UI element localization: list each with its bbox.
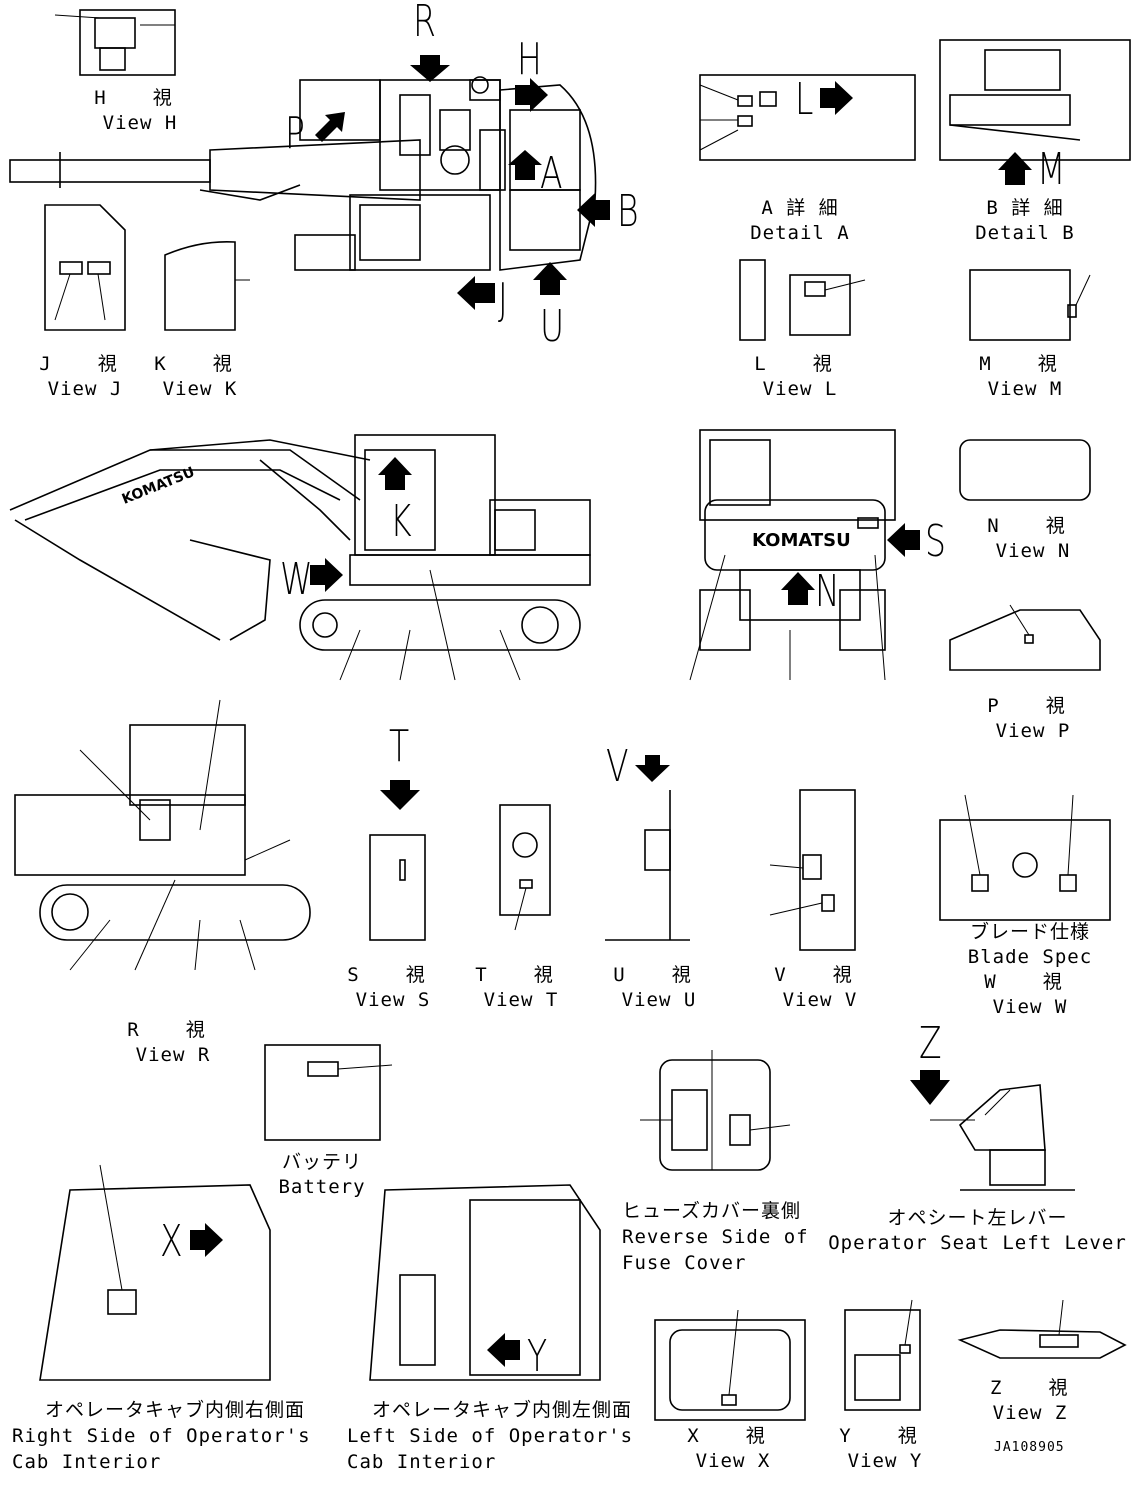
view-xyz-drawing xyxy=(654,1299,1127,1421)
view-letter-j: J xyxy=(498,274,508,325)
view-letter-a: A xyxy=(540,148,563,199)
detail-a-drawing xyxy=(699,74,916,161)
right-side-drawing xyxy=(14,699,311,971)
view-letter-h: H xyxy=(517,34,542,85)
view-letter-p: P xyxy=(285,108,305,159)
view-letter-t: T xyxy=(389,721,410,772)
views-stuvw-drawing xyxy=(369,755,1111,951)
top-view-drawing xyxy=(9,76,597,271)
view-letter-n: N xyxy=(815,566,840,617)
fuse-cover-drawing xyxy=(640,1050,791,1171)
detail-b-drawing xyxy=(939,39,1131,185)
view-letter-b: B xyxy=(617,186,639,237)
rear-view-drawing xyxy=(689,429,920,681)
view-letter-z: Z xyxy=(919,1018,942,1069)
view-letter-l: L xyxy=(795,74,814,125)
cab-interiors-drawing xyxy=(39,1164,601,1381)
view-letter-w: W xyxy=(280,554,313,605)
view-lm-drawing xyxy=(739,259,1091,341)
view-np-drawing xyxy=(949,439,1101,671)
view-letter-u: U xyxy=(540,301,565,352)
seat-lever-drawing xyxy=(910,1070,1075,1191)
view-h-drawing xyxy=(54,9,176,76)
view-letter-s: S xyxy=(925,516,946,567)
view-letter-k: K xyxy=(390,496,412,547)
view-arrows-top xyxy=(315,55,610,310)
view-letter-m: M xyxy=(1037,144,1066,195)
view-letter-v: V xyxy=(606,741,629,792)
view-letter-x: X xyxy=(160,1216,183,1267)
view-letter-r: R xyxy=(413,0,436,47)
side-view-drawing xyxy=(9,434,591,681)
battery-drawing xyxy=(264,1044,393,1141)
view-letter-y: Y xyxy=(527,1331,548,1382)
view-jk-drawing xyxy=(44,204,250,331)
drawing-code: JA108905 xyxy=(994,1440,1065,1455)
brand-logo-rear: KOMATSU xyxy=(752,530,851,551)
